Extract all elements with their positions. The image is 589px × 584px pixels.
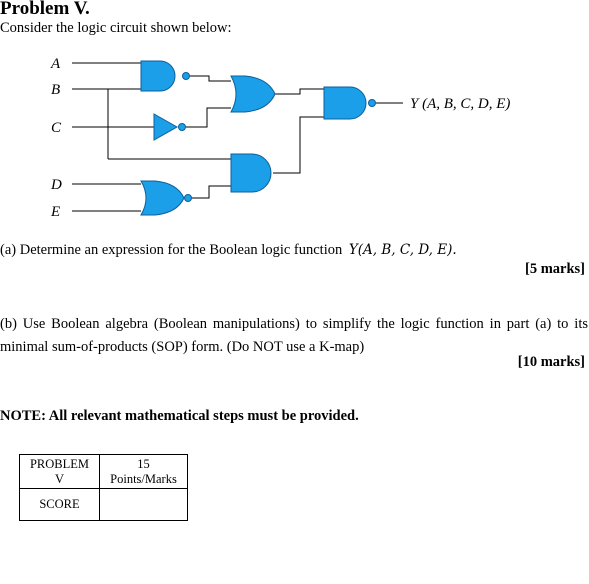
nor-gate [140,180,185,216]
wire-nor-out [191,185,231,199]
input-label-b: B [51,82,60,98]
wire-and2-out [275,88,324,95]
wire-and1-out [190,75,231,82]
part-a-text: (a) Determine an expression for the Bool… [0,242,343,258]
problem-title: Problem V. [0,0,90,19]
problem-label: PROBLEM [29,456,90,471]
input-label-d: D [50,177,62,193]
points-value: 15 [137,456,150,471]
part-b-marks: [10 marks] [517,354,585,370]
note-text: NOTE: All relevant mathematical steps mu… [0,408,359,424]
part-a-function: Y(A, B, C, D, E). [348,242,457,258]
and-gate-2 [230,75,276,113]
score-value-cell[interactable] [99,488,188,521]
part-a-marks: [5 marks] [524,261,585,277]
score-label-cell: SCORE [19,488,100,521]
wire-and3-out [273,116,324,174]
problem-intro: Consider the logic circuit shown below: [0,20,232,36]
output-label-y: Y (A, B, C, D, E) [410,96,510,112]
wire-not-out [186,107,231,128]
logic-circuit-diagram: A B C D E Y (A, B, C, D, E) [50,56,510,220]
input-label-c: C [51,120,62,136]
and-gate-3 [230,153,272,193]
input-label-a: A [50,56,61,72]
not-gate-bubble [178,123,186,131]
nor-gate-bubble [184,194,192,202]
part-b-question: (b) Use Boolean algebra (Boolean manipul… [0,316,588,355]
not-gate [153,113,179,141]
problem-number: V [54,471,65,486]
and-gate-1 [140,60,176,92]
and-gate-1-bubble [182,72,190,80]
points-label: Points/Marks [110,471,177,486]
part-a-question: (a) Determine an expression for the Bool… [0,242,457,259]
and-gate-final [323,86,367,120]
and-gate-final-bubble [368,99,376,107]
input-label-e: E [50,204,60,220]
